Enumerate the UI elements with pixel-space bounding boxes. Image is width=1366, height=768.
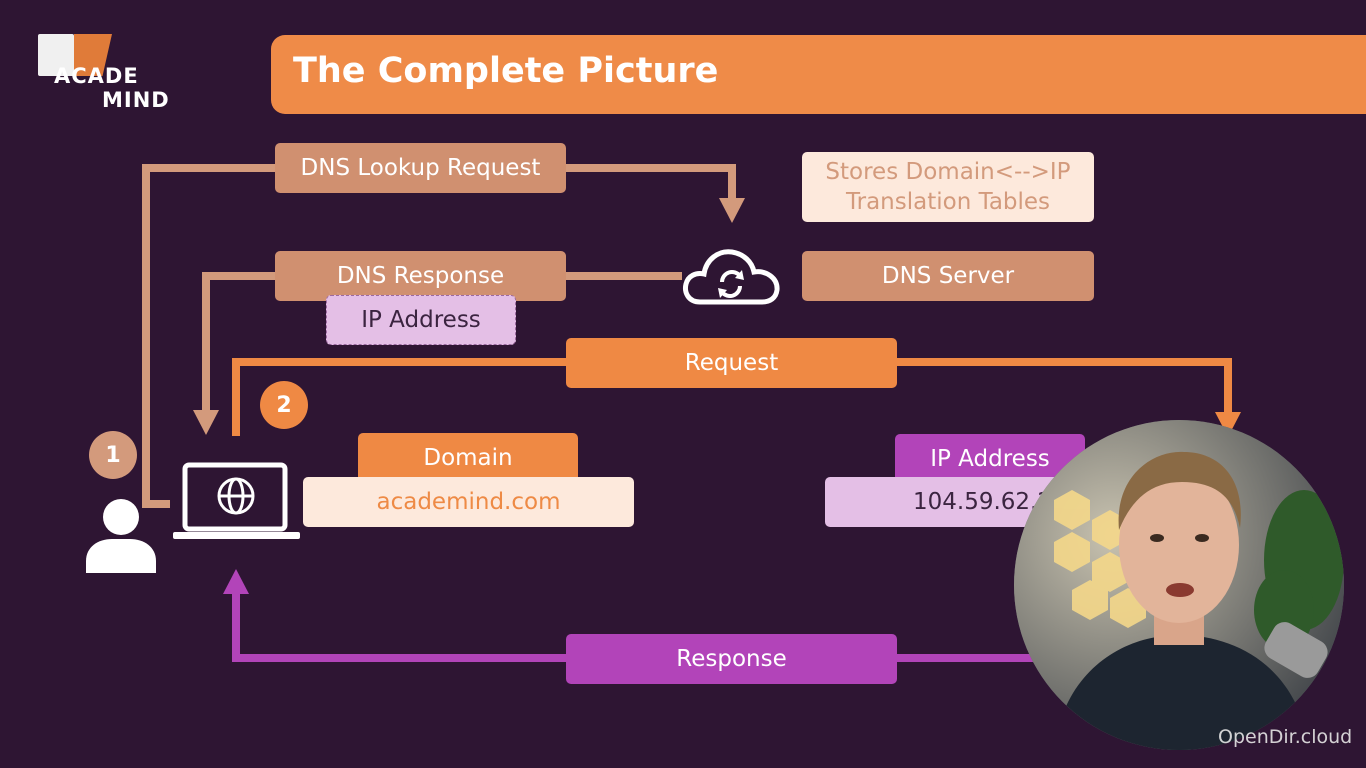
logo-text-line1: ACADE xyxy=(54,64,139,88)
watermark-part1: OpenDir xyxy=(1218,726,1295,748)
title-bar: The Complete Picture xyxy=(271,35,1366,114)
laptop-globe-icon xyxy=(173,462,300,539)
request-label: Request xyxy=(566,338,897,388)
stores-line1: Stores Domain<-->IP xyxy=(825,158,1071,185)
cloud-sync-icon xyxy=(683,249,780,305)
step-2-badge: 2 xyxy=(260,381,308,429)
logo-text-line2: MIND xyxy=(102,88,170,112)
domain-header: Domain xyxy=(358,433,578,483)
request-arrowhead xyxy=(1215,412,1241,437)
presenter-video xyxy=(1014,420,1344,750)
dns-response-arrowhead xyxy=(193,410,219,435)
watermark: OpenDir.cloud xyxy=(1218,726,1352,748)
dns-ip-address-label: IP Address xyxy=(326,295,516,345)
stores-translation-tables-note: Stores Domain<-->IP Translation Tables xyxy=(802,152,1094,222)
stores-line2: Translation Tables xyxy=(845,189,1051,215)
user-icon xyxy=(86,499,156,573)
presenter-image xyxy=(1014,420,1344,750)
response-arrowhead xyxy=(223,569,249,594)
server-ip-header: IP Address xyxy=(895,434,1085,484)
academind-logo: ACADE MIND xyxy=(38,34,178,114)
watermark-part2: .cloud xyxy=(1294,726,1353,748)
step-1-badge: 1 xyxy=(89,431,137,479)
dns-lookup-request-label: DNS Lookup Request xyxy=(275,143,566,193)
response-label: Response xyxy=(566,634,897,684)
dns-lookup-arrow xyxy=(142,164,736,508)
domain-value: academind.com xyxy=(303,477,634,527)
dns-server-label: DNS Server xyxy=(802,251,1094,301)
server-ip-value: 104.59.62.2 xyxy=(825,477,1075,527)
dns-lookup-arrowhead xyxy=(719,198,745,223)
page-title: The Complete Picture xyxy=(293,51,719,91)
dns-response-label: DNS Response xyxy=(275,251,566,301)
